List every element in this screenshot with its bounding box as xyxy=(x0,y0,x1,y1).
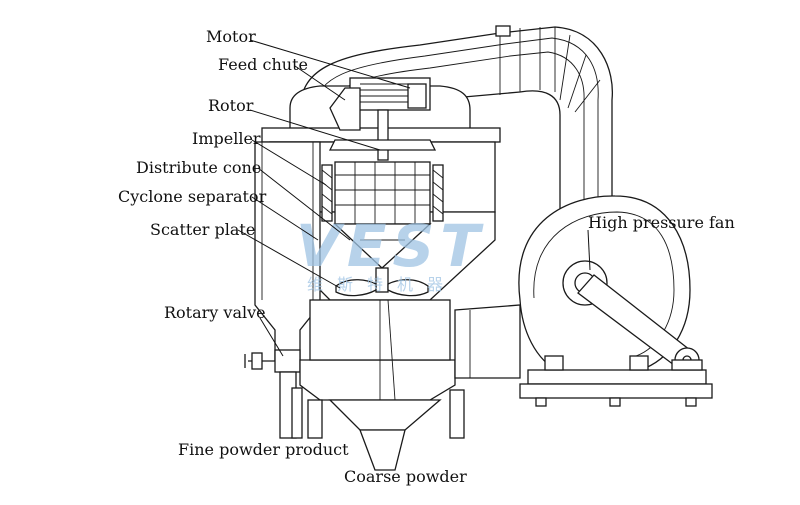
label-distribute-cone: Distribute cone xyxy=(136,158,261,177)
watermark-brand: VEST xyxy=(296,212,486,280)
high-pressure-fan xyxy=(454,195,713,407)
impeller-right xyxy=(432,164,444,222)
label-high-pressure-fan: High pressure fan xyxy=(588,213,735,232)
label-rotary-valve: Rotary valve xyxy=(164,303,266,322)
vest-watermark: VEST 维斯特机器 xyxy=(296,212,486,294)
return-duct xyxy=(299,25,614,211)
fan-base xyxy=(519,383,713,399)
leader-lines xyxy=(237,39,591,357)
label-cyclone-separator: Cyclone separator xyxy=(118,187,267,206)
rotor-cage xyxy=(321,139,444,297)
watermark-cn: 维斯特机器 xyxy=(307,275,457,294)
rotary-valve xyxy=(274,349,301,373)
feed-chute xyxy=(329,87,361,131)
label-scatter-plate: Scatter plate xyxy=(150,220,255,239)
label-fine-powder-product: Fine powder product xyxy=(178,440,349,459)
label-coarse-powder: Coarse powder xyxy=(344,467,467,486)
label-motor: Motor xyxy=(206,27,256,46)
rotor-shaft xyxy=(377,109,389,161)
scatter-plate-hub xyxy=(375,267,389,293)
distribute-cone xyxy=(333,223,432,269)
label-impeller: Impeller xyxy=(192,129,261,148)
labels: Motor Feed chute Rotor Impeller Distribu… xyxy=(118,27,735,486)
label-rotor: Rotor xyxy=(208,96,254,115)
motor-assembly xyxy=(329,77,431,161)
label-feed-chute: Feed chute xyxy=(218,55,308,74)
impeller-left xyxy=(321,164,333,222)
